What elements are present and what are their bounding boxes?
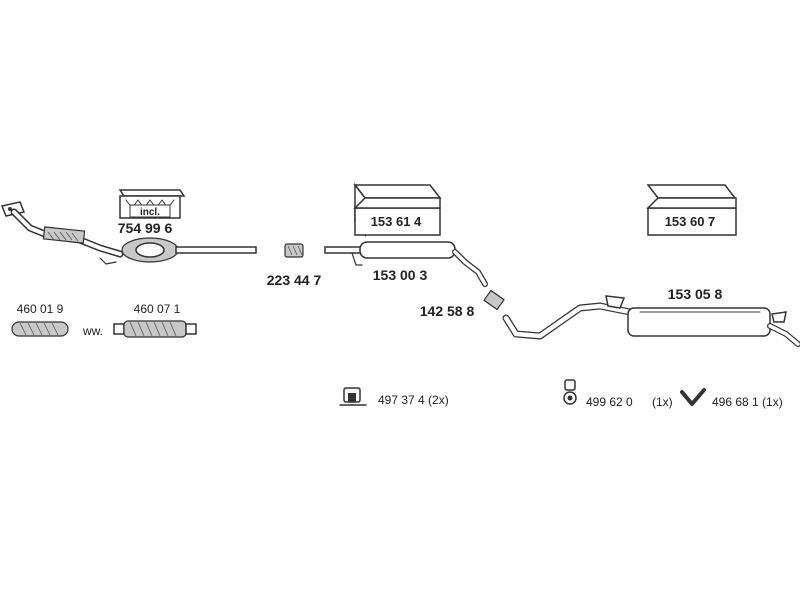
kit-number-754996: 754 99 6 — [118, 220, 173, 236]
flex-separator: ww. — [82, 324, 103, 338]
accessory-497374: 497 37 4 (2x) — [378, 393, 449, 407]
flex-pipe-460071 — [113, 320, 197, 338]
part-number-142588: 142 58 8 — [420, 303, 475, 319]
connector-sleeve — [483, 289, 505, 311]
kit-box-153607 — [646, 184, 737, 236]
pipe-clamp — [284, 243, 304, 258]
part-number-153058: 153 05 8 — [668, 286, 723, 302]
kit-box-754996: incl. — [118, 189, 186, 219]
accessory-499620: 499 62 0 — [586, 395, 633, 409]
kit-box-153614 — [353, 182, 442, 238]
kit-number-153607: 153 60 7 — [665, 214, 716, 229]
part-number-153003: 153 00 3 — [373, 267, 428, 283]
accessory-499620-qty: (1x) — [652, 395, 673, 409]
part-number-460071: 460 07 1 — [134, 302, 181, 316]
rubber-mount-b-icon — [563, 379, 577, 405]
accessory-496681: 496 68 1 (1x) — [712, 395, 783, 409]
rubber-mount-c-icon — [680, 388, 706, 406]
middle-silencer — [324, 241, 488, 287]
front-pipe-catalyst — [0, 201, 257, 265]
rubber-mount-a-icon — [339, 387, 367, 406]
flex-pipe-460019 — [11, 321, 69, 337]
part-number-460019: 460 01 9 — [17, 302, 64, 316]
rear-silencer — [502, 295, 800, 347]
part-number-223447: 223 44 7 — [267, 272, 322, 288]
kit-number-153614: 153 61 4 — [371, 214, 422, 229]
kit-incl-label: incl. — [140, 207, 160, 218]
